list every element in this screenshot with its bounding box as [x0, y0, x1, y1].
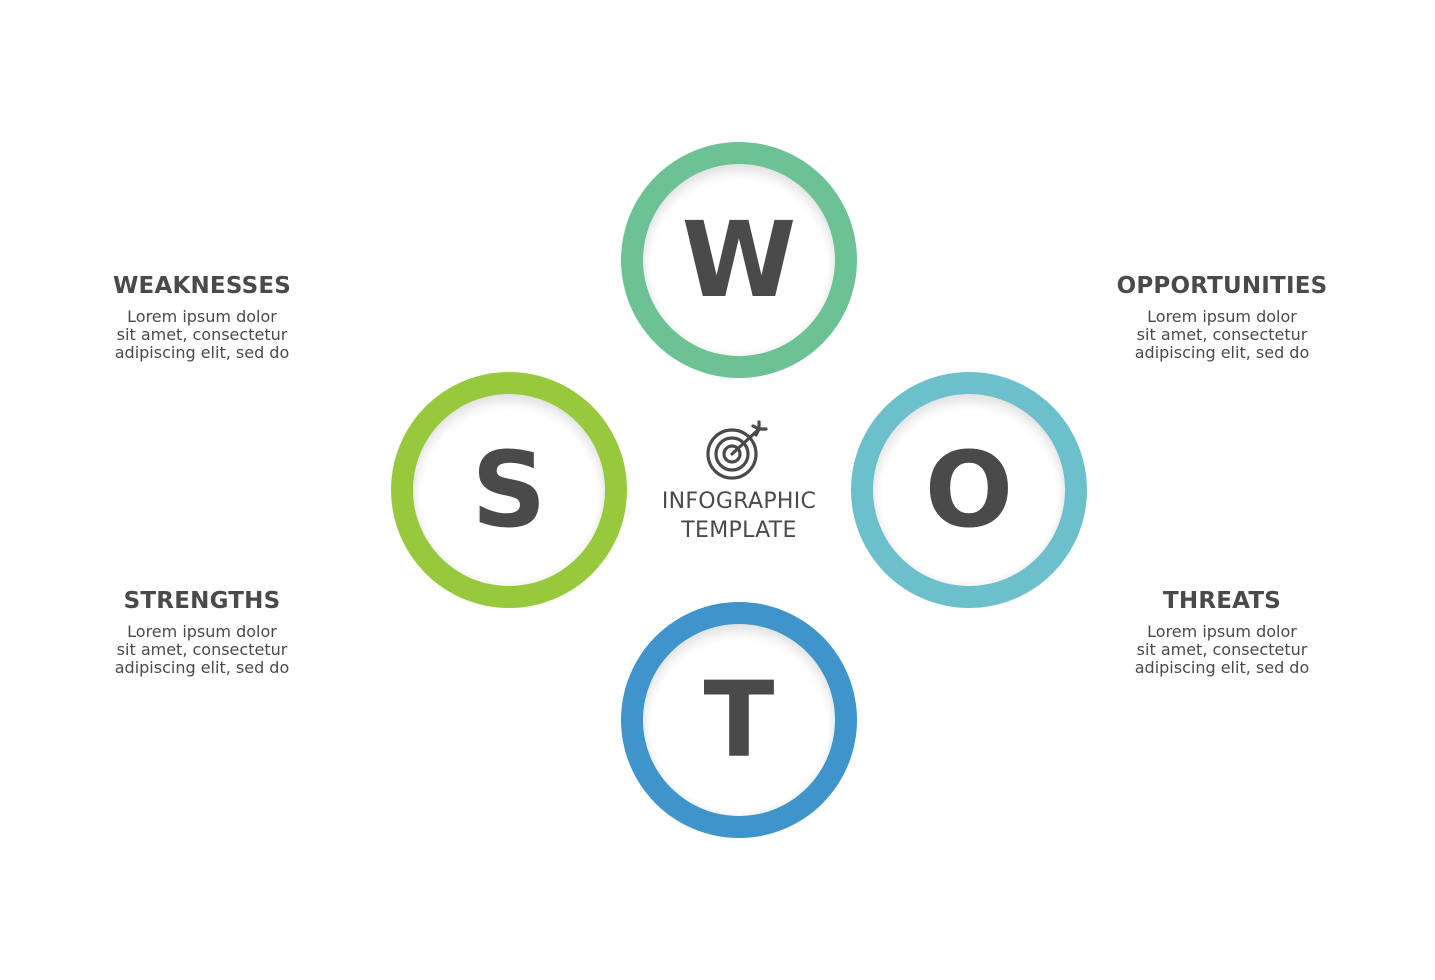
strengths-block: STRENGTHS Lorem ipsum dolor sit amet, co… — [42, 588, 362, 677]
description-line: Lorem ipsum dolor — [1147, 307, 1297, 326]
threats-title: THREATS — [1162, 588, 1282, 614]
weaknesses-letter: W — [681, 199, 797, 321]
opportunities-ring: O — [851, 372, 1087, 608]
description-line: adipiscing elit, sed do — [1134, 658, 1310, 677]
threats-block: THREATS Lorem ipsum dolor sit amet, cons… — [1062, 588, 1382, 677]
strengths-title: STRENGTHS — [123, 588, 281, 614]
description-line: sit amet, consectetur — [1136, 325, 1308, 344]
description-line: Lorem ipsum dolor — [127, 622, 277, 641]
weaknesses-ring-center: W — [643, 164, 835, 356]
description-line: Lorem ipsum dolor — [127, 307, 277, 326]
description-line: sit amet, consectetur — [1136, 640, 1308, 659]
threats-ring-center: T — [643, 624, 835, 816]
description-line: sit amet, consectetur — [116, 640, 288, 659]
center-title: INFOGRAPHIC TEMPLATE — [619, 487, 859, 545]
weaknesses-block: WEAKNESSES Lorem ipsum dolor sit amet, c… — [42, 273, 362, 362]
description-line: adipiscing elit, sed do — [114, 343, 290, 362]
weaknesses-title: WEAKNESSES — [112, 273, 292, 299]
description-line: sit amet, consectetur — [116, 325, 288, 344]
center-title-line: TEMPLATE — [681, 518, 797, 543]
opportunities-letter: O — [924, 429, 1014, 551]
description-line: Lorem ipsum dolor — [1147, 622, 1297, 641]
weaknesses-description: Lorem ipsum dolor sit amet, consectetur … — [42, 308, 362, 362]
threats-letter: T — [703, 659, 775, 781]
opportunities-title: OPPORTUNITIES — [1116, 273, 1328, 299]
center-title-line: INFOGRAPHIC — [661, 489, 817, 514]
strengths-letter: S — [471, 429, 547, 551]
center-label: INFOGRAPHIC TEMPLATE — [619, 420, 859, 545]
strengths-ring: S — [391, 372, 627, 608]
description-line: adipiscing elit, sed do — [114, 658, 290, 677]
strengths-ring-center: S — [413, 394, 605, 586]
target-icon — [706, 420, 768, 480]
strengths-description: Lorem ipsum dolor sit amet, consectetur … — [42, 623, 362, 677]
threats-ring: T — [621, 602, 857, 838]
opportunities-block: OPPORTUNITIES Lorem ipsum dolor sit amet… — [1062, 273, 1382, 362]
threats-description: Lorem ipsum dolor sit amet, consectetur … — [1062, 623, 1382, 677]
opportunities-description: Lorem ipsum dolor sit amet, consectetur … — [1062, 308, 1382, 362]
weaknesses-ring: W — [621, 142, 857, 378]
opportunities-ring-center: O — [873, 394, 1065, 586]
description-line: adipiscing elit, sed do — [1134, 343, 1310, 362]
